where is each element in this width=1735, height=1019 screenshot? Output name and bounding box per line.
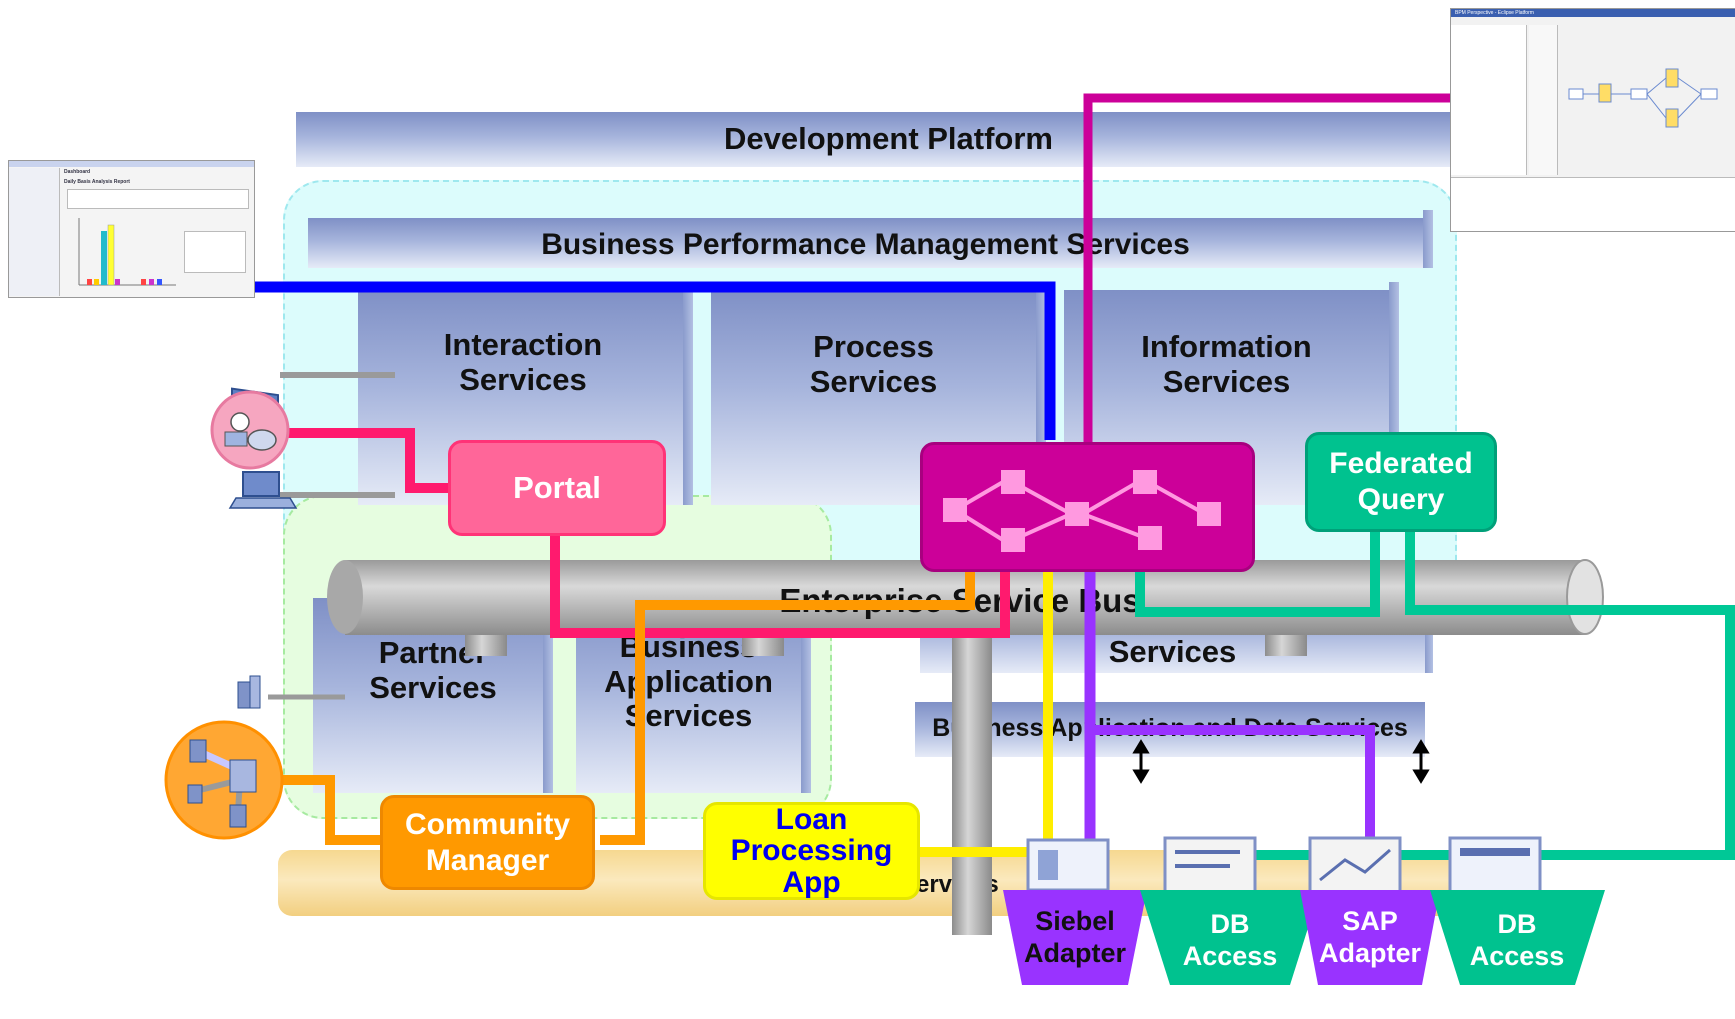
modeler-magenta-line [1083,93,1450,445]
information-services-label: Information Services [1141,329,1312,399]
dashboard-blue-line [253,281,1056,440]
modeler-flow-icon [1568,68,1718,128]
process-flow-box[interactable] [920,442,1255,572]
users-hub-icon [210,390,290,470]
db-access-2[interactable]: DB Access [1452,900,1582,980]
portal-label: Portal [513,470,601,506]
data-service-icons [1026,836,1542,895]
portal-process-pink-line [550,535,1010,638]
db-access-shape-2 [1430,890,1605,985]
db-access-1-label: DB Access [1182,908,1278,971]
partner-network-icon [164,720,284,840]
partner-orange-line [270,775,382,845]
federated-query-label: Federated Query [1329,447,1473,516]
loan-processing-app-box[interactable]: Loan Processing App [703,802,920,900]
community-orange-line [600,570,975,845]
loan-processing-app-label: Loan Processing App [730,802,893,899]
db-access-2-label: DB Access [1469,908,1565,971]
siebel-adapter-shape [1003,890,1147,985]
laptop-icon [228,471,298,509]
sap-adapter-shape [1300,890,1440,985]
federated-query-box[interactable]: Federated Query [1305,432,1497,532]
dashboard-thumbnail: Dashboard Daily Basis Analysis Report [8,160,255,298]
bpm-services-layer: Business Performance Management Services [308,218,1423,268]
development-platform-layer: Development Platform [296,112,1481,167]
process-flow-icon [942,470,1221,552]
partner-services-label: Partner Services [369,635,497,705]
partner-building-icon [237,675,261,709]
modeler-thumbnail-title: BPM Perspective - Eclipse Platform [1451,9,1735,17]
portal-box[interactable]: Portal [448,440,666,536]
db-access-1[interactable]: DB Access [1165,900,1295,980]
bpm-services-label: Business Performance Management Services [541,228,1190,261]
double-arrow-icon [1132,739,1430,784]
federated-teal-line [1135,532,1380,617]
siebel-adapter[interactable]: Siebel Adapter [1010,897,1140,977]
community-manager-box[interactable]: Community Manager [380,795,595,890]
community-manager-label: Community Manager [405,807,570,877]
modeler-thumbnail: BPM Perspective - Eclipse Platform [1450,8,1735,232]
sap-adapter[interactable]: SAP Adapter [1305,897,1435,977]
sap-adapter-label: SAP Adapter [1318,905,1421,968]
dashboard-thumbnail-title: Dashboard [64,169,91,175]
development-platform-label: Development Platform [723,121,1053,156]
siebel-adapter-label: Siebel Adapter [1023,905,1126,968]
db-access-shape-1 [1140,890,1320,985]
portal-pink-line [285,428,450,493]
dashboard-bar-chart-icon [78,218,176,286]
process-services-label: Process Services [809,329,938,399]
interaction-services-label: Interaction Services [443,327,603,397]
report-thumbnail-title: Daily Basis Analysis Report [64,179,130,185]
infrastructure-bus-pillar [952,630,992,935]
